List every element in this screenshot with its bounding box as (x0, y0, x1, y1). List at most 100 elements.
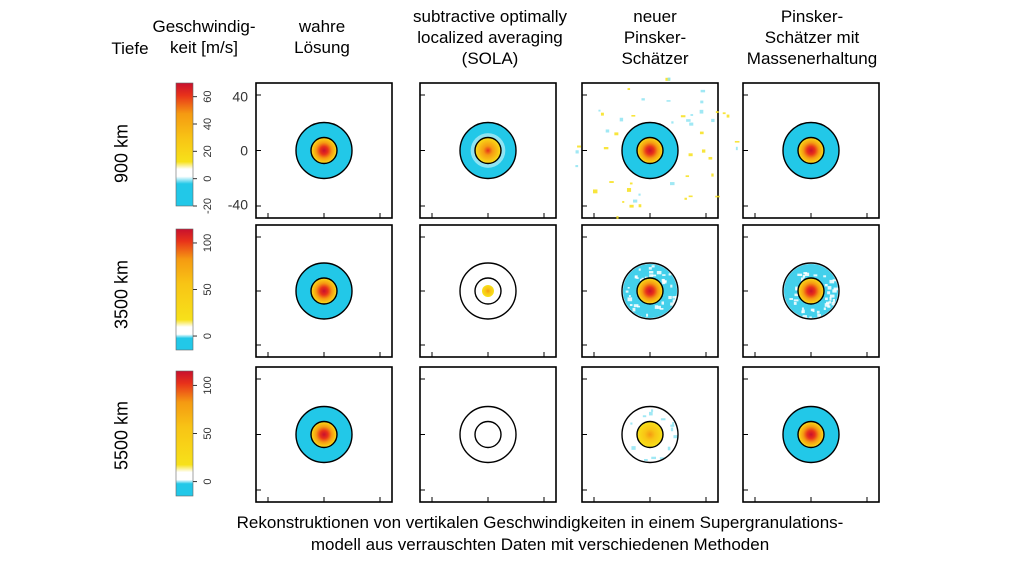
noise-speckle (631, 446, 636, 450)
noise-speckle (636, 305, 641, 308)
noise-speckle (793, 301, 797, 305)
noise-speckle (701, 149, 706, 153)
axis-tick-label-1: 0 (240, 142, 248, 158)
noise-speckle (651, 265, 655, 268)
panel-r2-c0 (255, 366, 393, 503)
colorbar-tick-label-0-3: 0 (202, 176, 214, 182)
panel-r2-c2 (581, 366, 719, 503)
noise-speckle (832, 279, 837, 282)
noise-speckle (672, 299, 676, 303)
noise-speckle (797, 273, 803, 277)
noise-speckle (686, 119, 691, 122)
noise-speckle (638, 268, 641, 271)
noise-speckle (605, 129, 610, 133)
noise-speckle (813, 274, 818, 277)
noise-speckle (600, 112, 604, 116)
noise-speckle (649, 274, 654, 277)
outer-contour (459, 121, 517, 180)
noise-speckle (628, 295, 631, 298)
colorbar-tick-label-1-2: 0 (202, 333, 214, 339)
figure-caption: Rekonstruktionen von vertikalen Geschwin… (236, 513, 844, 554)
outer-contour (621, 262, 679, 320)
core-fill (798, 137, 824, 164)
noise-speckle (614, 132, 619, 136)
noise-speckle (671, 121, 674, 124)
noise-speckle (666, 100, 671, 102)
inner-contour (636, 420, 664, 449)
noise-speckle (670, 284, 673, 288)
noise-speckle (827, 291, 831, 295)
noise-speckle (789, 298, 793, 300)
noise-speckle (802, 315, 807, 319)
noise-speckle (828, 301, 832, 304)
colorbar-tick-label-1-1: 50 (202, 283, 214, 295)
noise-speckle (829, 294, 835, 298)
column-header-pinsker: neuer Pinsker- Schätzer (621, 7, 689, 68)
panel-r0-c1 (419, 82, 557, 219)
noise-speckle (649, 271, 654, 274)
noise-speckle (616, 216, 619, 219)
panel-r0-c3 (742, 82, 880, 219)
noise-speckle (630, 422, 633, 425)
noise-speckle (801, 307, 804, 310)
noise-speckle (603, 146, 609, 150)
noise-speckle (672, 422, 674, 426)
axis-tick-label-0: 40 (232, 88, 248, 104)
noise-speckle (672, 296, 677, 299)
noise-speckle (795, 286, 798, 291)
colorbar-tick-label-0-1: 40 (202, 118, 214, 130)
colorbar-0 (175, 82, 194, 207)
noise-speckle (639, 278, 642, 281)
noise-speckle (831, 301, 835, 306)
inner-contour (310, 277, 338, 305)
core-fill (798, 421, 824, 448)
outer-contour (782, 405, 840, 464)
core-fill (482, 285, 494, 297)
noise-speckle (817, 314, 821, 317)
inner-contour (636, 136, 664, 165)
noise-speckle (829, 296, 832, 301)
noise-speckle (633, 199, 638, 203)
noise-speckle (711, 173, 714, 177)
noise-speckle (644, 458, 648, 462)
column-header-sola: subtractive optimally localized averagin… (412, 7, 567, 68)
noise-speckle (793, 299, 799, 302)
inner-contour (474, 277, 502, 305)
noise-speckle (823, 307, 826, 310)
column-header-true-solution: wahre Lösung (294, 17, 350, 57)
noise-speckle (825, 301, 830, 305)
noise-speckle (575, 165, 579, 168)
core-fill (475, 137, 501, 164)
noise-speckle (800, 277, 804, 282)
noise-speckle (651, 409, 654, 412)
noise-speckle (634, 275, 638, 279)
colorbar-tick-label-0-0: 60 (202, 91, 214, 103)
column-header-pinsker-mass: Pinsker- Schätzer mit Massenerhaltung (746, 7, 878, 68)
inner-contour (636, 277, 664, 305)
noise-speckle (794, 293, 798, 297)
colorbar-tick-label-0-2: 20 (202, 145, 214, 157)
core-fill (637, 421, 663, 448)
noise-speckle (734, 140, 740, 143)
panel-r1-c1 (419, 224, 557, 358)
noise-speckle (622, 201, 625, 203)
noise-speckle (659, 457, 665, 460)
noise-speckle (646, 313, 649, 317)
inner-contour (310, 136, 338, 165)
noise-speckle (638, 204, 642, 208)
noise-speckle (670, 424, 675, 427)
noise-speckle (715, 195, 720, 198)
panel-frame (419, 366, 557, 503)
outer-contour (295, 262, 353, 320)
depth-header: Tiefe (111, 39, 149, 58)
noise-speckle (667, 77, 671, 81)
core-fill (798, 278, 824, 304)
noise-speckle (592, 189, 598, 194)
noise-speckle (629, 182, 633, 185)
noise-speckle (641, 277, 644, 281)
noise-speckle (660, 418, 666, 421)
noise-speckle (659, 308, 664, 310)
panel-r2-c1 (419, 366, 557, 503)
noise-speckle (699, 109, 704, 114)
panel-r0-c2 (575, 77, 740, 231)
